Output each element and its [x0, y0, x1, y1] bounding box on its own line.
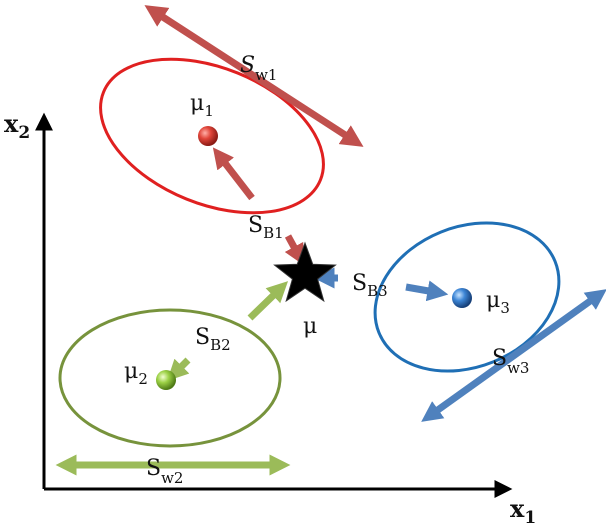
sw1-label: Sw1 [240, 53, 277, 84]
mu2-point [156, 370, 176, 390]
sb2-arrow-mu2 [167, 357, 191, 381]
sw1-arrow [144, 5, 364, 147]
sb1-arrow-mu [284, 234, 305, 266]
sb3-label: SB3 [352, 271, 388, 300]
y-axis-label: x2 [4, 109, 30, 143]
sb1-arrow-mu1 [212, 147, 255, 201]
global-mean-star [273, 241, 337, 303]
sb1-label: SB1 [248, 213, 284, 242]
sw3-arrow [421, 289, 606, 422]
mu3-point [452, 288, 472, 308]
mu1-label: μ1 [190, 91, 214, 120]
sb2-label: SB2 [195, 325, 231, 354]
global-mean-label: μ [303, 314, 317, 339]
mu3-label: μ3 [486, 288, 510, 317]
mu2-label: μ2 [124, 359, 148, 388]
class-2-ellipse [58, 308, 282, 448]
sw3-label: Sw3 [492, 346, 529, 377]
mu1-point [198, 126, 218, 146]
sb3-arrow-mu3 [405, 280, 449, 302]
sw2-label: Sw2 [146, 456, 183, 487]
sb2-arrow-mu [247, 281, 289, 321]
x-axis-label: x1 [510, 494, 536, 528]
